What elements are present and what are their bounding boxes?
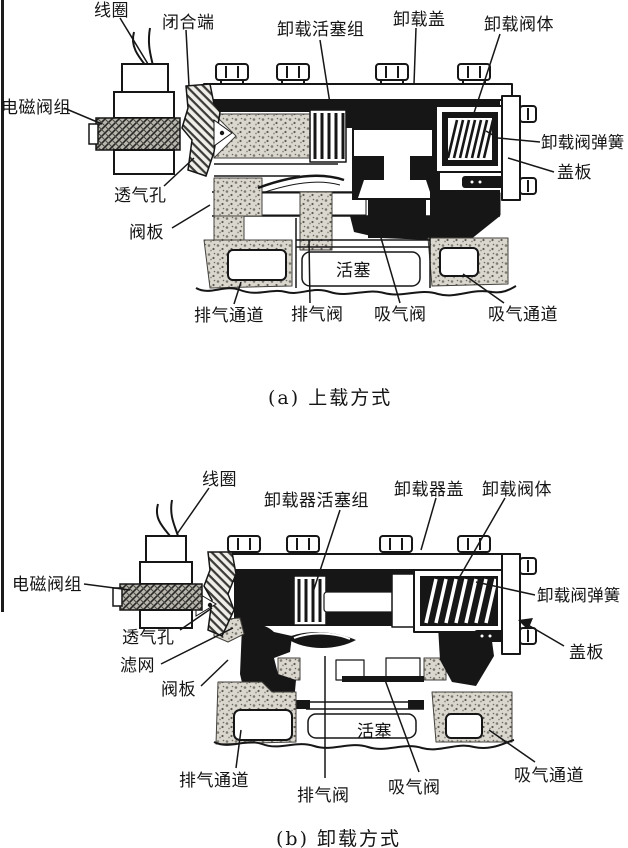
caption-a: (a) 上载方式 (268, 387, 392, 409)
coil-a (121, 63, 169, 93)
stem-cap-a (88, 123, 99, 145)
coil-b (145, 535, 187, 563)
unloading-valve-spring-a (448, 119, 492, 159)
gas-passages-a (346, 102, 500, 240)
arrowhead-cover-plate-b (518, 618, 533, 630)
unloading-valve-box-b (413, 569, 508, 642)
label-coil-a: 线圈 (94, 1, 129, 21)
label-unloading-piston-group-a: 卸载活塞组 (277, 20, 365, 40)
leader-lines-b (83, 487, 565, 778)
solenoid-assembly-b (112, 499, 203, 629)
unloading-cover-slab-a (203, 83, 513, 101)
piston-a (295, 218, 431, 288)
labels-a: 线圈 闭合端 卸载活塞组 卸载盖 卸载阀体 电磁阀组 卸载阀弹簧 盖板 透气孔 … (1, 1, 625, 409)
suction-reed-a (257, 174, 345, 194)
unloader-piston-group-b (293, 575, 327, 626)
label-closed-end-a: 闭合端 (162, 13, 215, 33)
cover-plate-a (501, 95, 537, 201)
label-unloading-valve-spring-a: 卸载阀弹簧 (541, 133, 625, 152)
label-unloading-valve-body-a: 卸载阀体 (484, 15, 554, 35)
closed-end-wedge-a (181, 83, 233, 177)
label-unloading-valve-spring-b: 卸载阀弹簧 (537, 586, 621, 605)
caption-b: (b) 卸载方式 (276, 828, 401, 848)
vent-hole-a (219, 130, 225, 136)
label-unloading-valve-body-b: 卸载阀体 (482, 480, 552, 500)
label-exhaust-valve-a: 排气阀 (291, 305, 344, 325)
exhaust-passage-opening-b (233, 709, 293, 741)
leader-lines-a (63, 17, 555, 305)
cover-plate-b (501, 553, 537, 655)
label-valve-plate-a: 阀板 (129, 223, 164, 243)
plug-a (462, 176, 504, 188)
head-bolts-a (215, 63, 491, 86)
solenoid-body-lower-b (139, 609, 193, 629)
label-vent-hole-a: 透气孔 (114, 186, 167, 206)
label-cover-plate-b: 盖板 (569, 643, 604, 663)
suction-passage-opening-b (445, 713, 483, 739)
label-exhaust-passage-a: 排气通道 (194, 306, 264, 326)
label-exhaust-passage-b: 排气通道 (179, 771, 249, 791)
solenoid-stem-b (119, 583, 203, 611)
label-unloader-cover-b: 卸载器盖 (394, 480, 464, 500)
suction-passage-opening-a (439, 247, 479, 277)
label-piston-a: 活塞 (336, 261, 371, 281)
exhaust-passage-opening-a (227, 249, 287, 281)
label-valve-plate-b: 阀板 (161, 680, 196, 700)
solenoid-body-upper-b (139, 561, 193, 585)
labels-b: 线圈 卸载器活塞组 卸载器盖 卸载阀体 电磁阀组 卸载阀弹簧 透气孔 滤网 阀板… (12, 470, 621, 848)
figure-b-unloaded-mode-diagram: 线圈 卸载器活塞组 卸载器盖 卸载阀体 电磁阀组 卸载阀弹簧 透气孔 滤网 阀板… (12, 470, 621, 848)
label-unloading-cover-a: 卸载盖 (393, 10, 446, 30)
coil-wires-a (132, 27, 154, 67)
piston-b (306, 701, 424, 739)
valve-plate-band-b (277, 657, 447, 681)
solenoid-body-upper-a (113, 91, 175, 119)
compressor-section-b (213, 535, 537, 751)
label-coil-b: 线圈 (202, 470, 237, 490)
label-suction-valve-b: 吸气阀 (388, 778, 441, 798)
reed-highlight-b (293, 632, 351, 640)
bottom-broken-edge-b (213, 739, 515, 751)
label-suction-passage-b: 吸气通道 (514, 766, 584, 786)
compressor-section-a (195, 63, 537, 297)
label-suction-passage-a: 吸气通道 (488, 305, 558, 325)
unloading-piston-group-a (309, 109, 347, 163)
coil-wires-b (156, 499, 179, 537)
label-piston-b: 活塞 (357, 722, 392, 742)
scan-edge-line (1, 0, 4, 612)
solenoid-body-lower-a (113, 149, 175, 175)
label-vent-hole-b: 透气孔 (122, 628, 175, 648)
solenoid-stem-a (95, 117, 181, 151)
solenoid-assembly-a (88, 27, 181, 175)
label-solenoid-valve-group-b: 电磁阀组 (12, 575, 82, 595)
stem-cap-b (112, 587, 123, 607)
label-exhaust-valve-b: 排气阀 (297, 786, 350, 806)
figure-a-loaded-mode-diagram: 线圈 闭合端 卸载活塞组 卸载盖 卸载阀体 电磁阀组 卸载阀弹簧 盖板 透气孔 … (1, 1, 625, 409)
unloading-valve-box-a (435, 105, 505, 188)
label-cover-plate-a: 盖板 (557, 163, 592, 183)
label-solenoid-valve-group-a: 电磁阀组 (1, 98, 71, 118)
label-suction-valve-a: 吸气阀 (374, 305, 427, 325)
label-unloader-piston-group-b: 卸载器活塞组 (264, 491, 369, 511)
vent-hole-b (207, 602, 213, 608)
push-rod-b (323, 591, 397, 613)
label-filter-screen-b: 滤网 (120, 656, 155, 676)
